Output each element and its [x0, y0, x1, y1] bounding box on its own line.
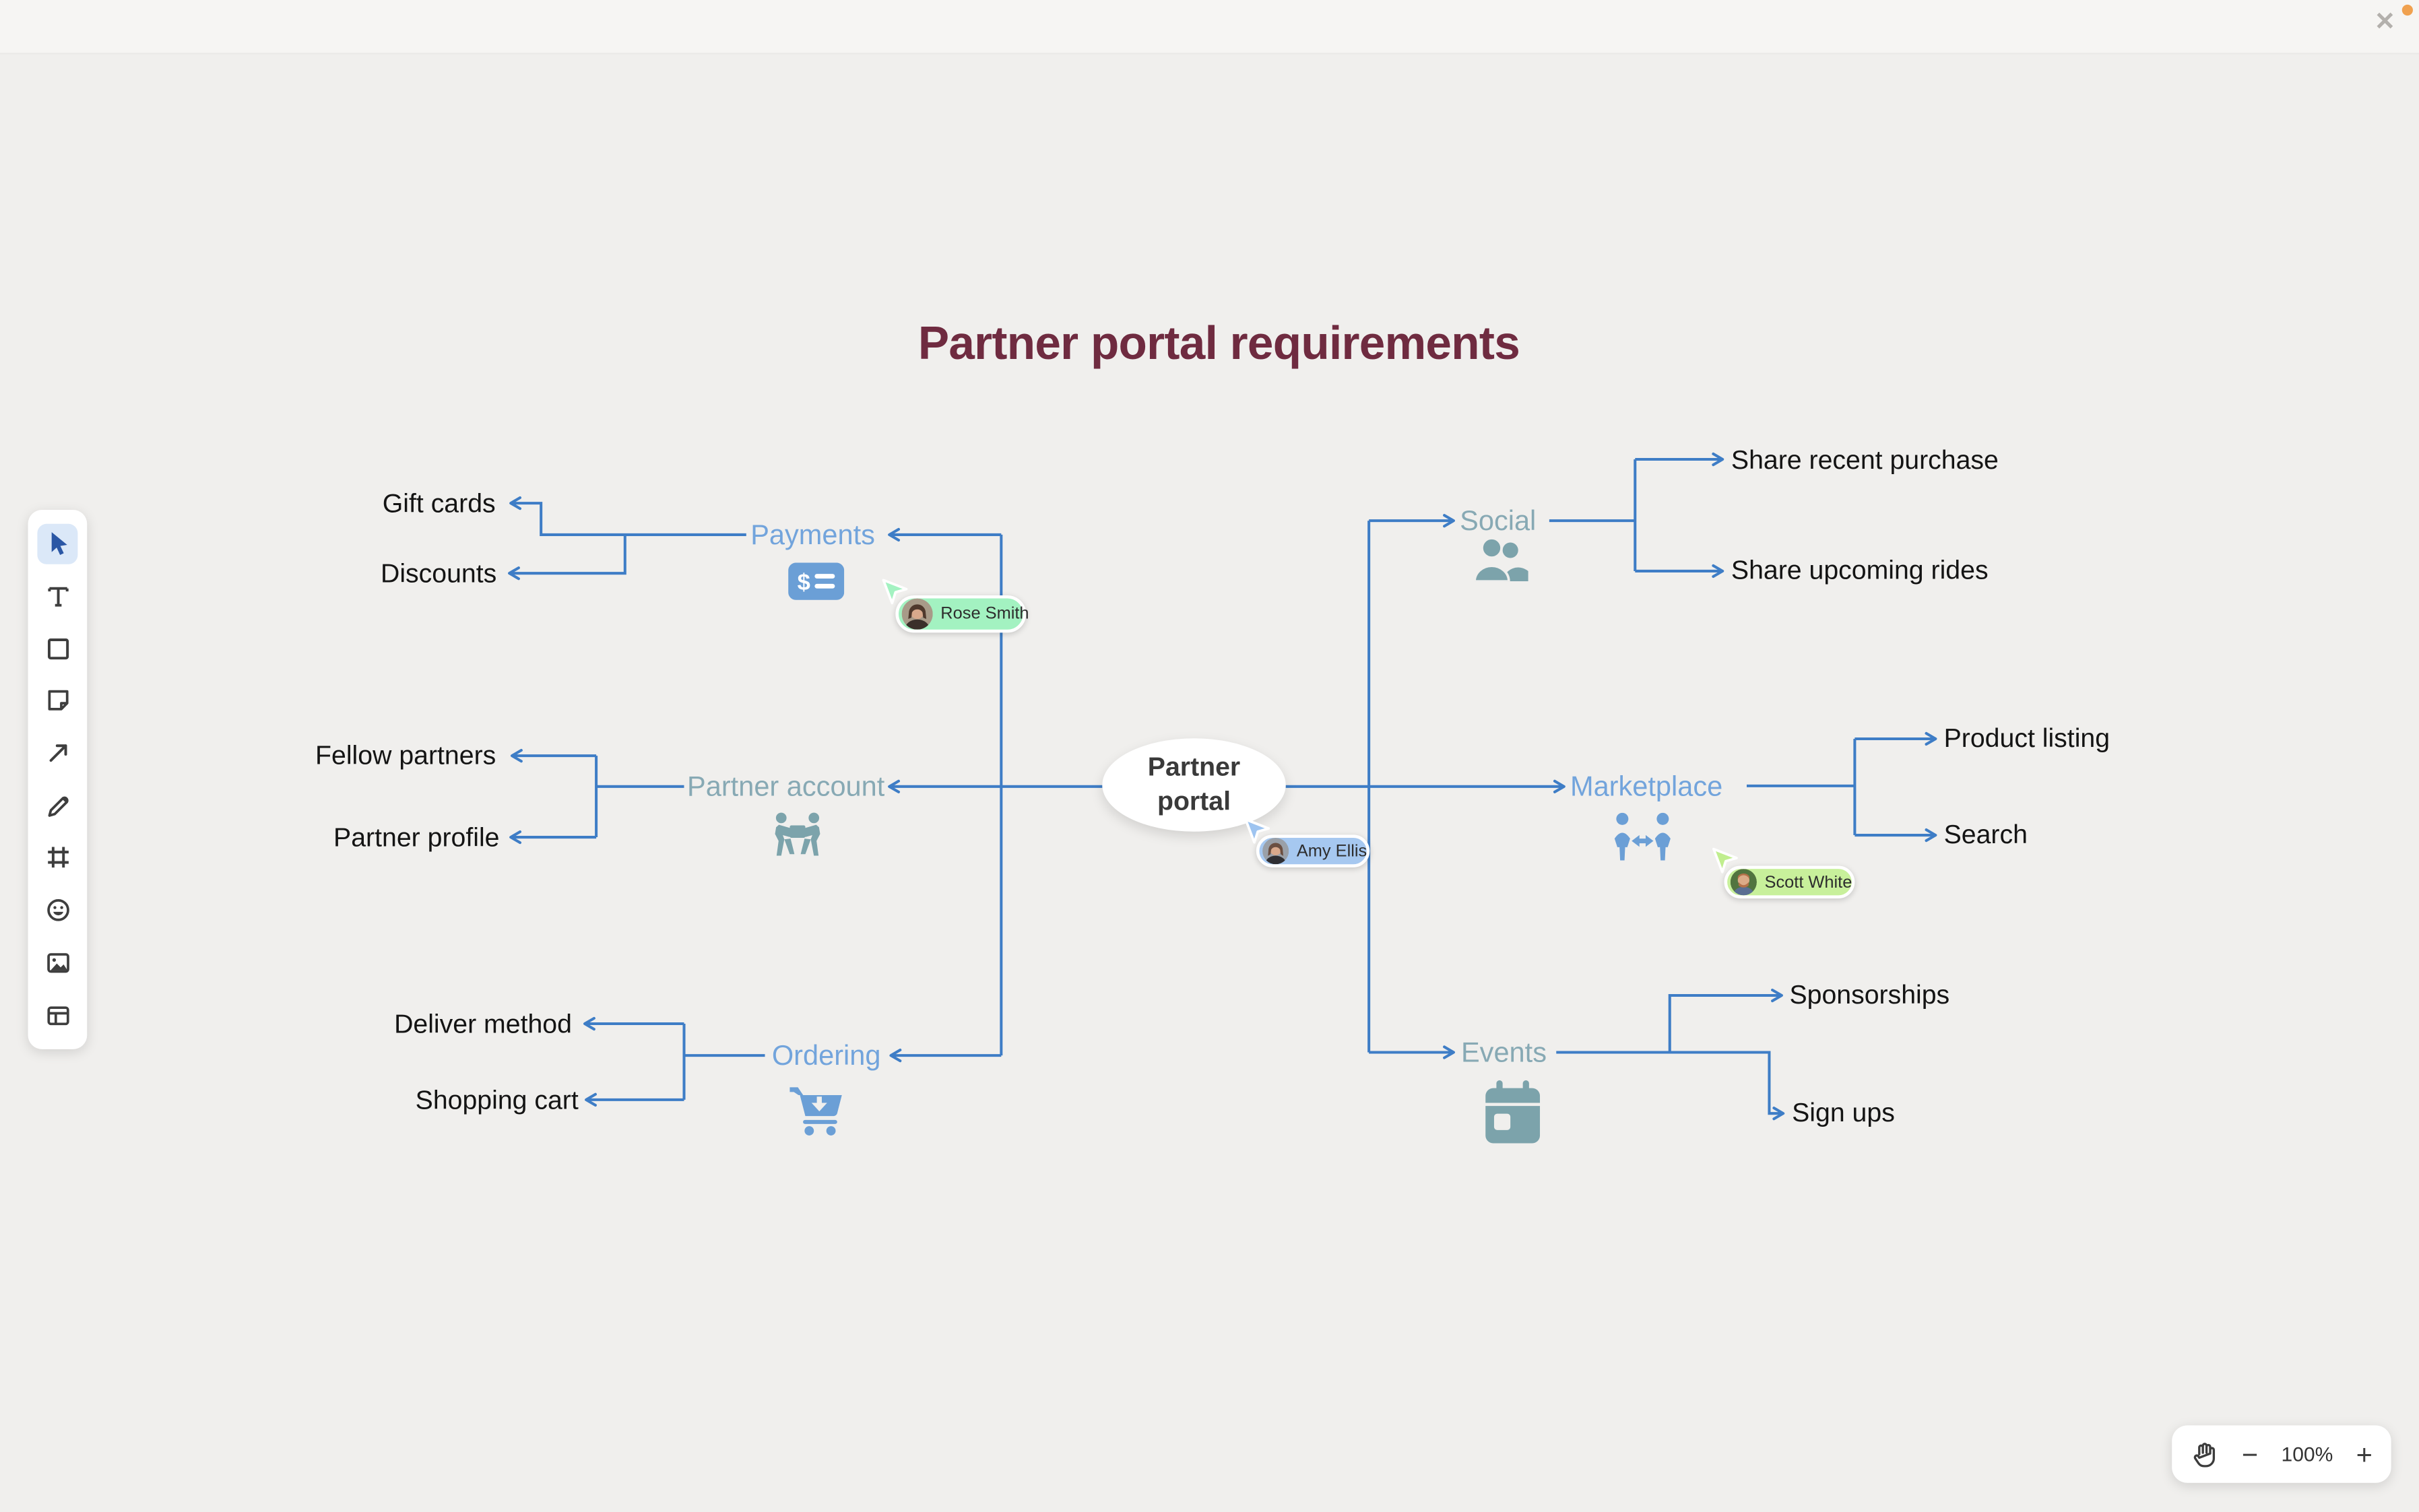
rose-smith-cursor-icon	[882, 579, 908, 605]
node-search[interactable]: Search	[1943, 820, 2028, 850]
frame-icon	[47, 847, 68, 869]
scott-white-cursor-icon	[1712, 847, 1738, 874]
people-arrows-icon[interactable]	[1615, 812, 1672, 869]
people-carry-icon[interactable]	[769, 812, 825, 866]
collaborator-amy-ellis: Amy Ellis	[1256, 834, 1370, 867]
branch-ordering[interactable]: Ordering	[771, 1040, 881, 1072]
branch-social[interactable]: Social	[1460, 504, 1537, 536]
tool-emoji[interactable]	[37, 890, 77, 931]
branch-events[interactable]: Events	[1460, 1037, 1547, 1068]
node-fellow-partners[interactable]: Fellow partners	[315, 741, 496, 771]
node-product-listing[interactable]: Product listing	[1943, 724, 2110, 754]
sticky-note-icon	[47, 690, 68, 711]
tool-sticky-note[interactable]	[37, 681, 77, 721]
layout-icon	[46, 1006, 69, 1025]
image-icon	[46, 952, 69, 973]
arrow-icon	[49, 744, 67, 762]
center-node-partner-portal[interactable]: Partner portal	[1102, 738, 1286, 832]
pencil-icon	[47, 796, 68, 817]
zoom-level[interactable]: 100%	[2281, 1442, 2333, 1466]
node-partner-profile[interactable]: Partner profile	[333, 822, 500, 852]
collaborator-name: Scott White	[1764, 872, 1852, 892]
close-icon[interactable]: ✕	[2374, 9, 2395, 36]
tool-image[interactable]	[37, 942, 77, 983]
amy-ellis-cursor-icon	[1244, 818, 1270, 844]
tool-select[interactable]	[37, 523, 78, 564]
cart-arrow-down-icon[interactable]	[787, 1084, 843, 1144]
svg-text:$: $	[796, 570, 809, 595]
collaborator-rose-smith: Rose Smith	[895, 595, 1029, 633]
tool-shape[interactable]	[37, 628, 77, 669]
node-shopping-cart[interactable]: Shopping cart	[415, 1084, 579, 1115]
collaborator-name: Amy Ellis	[1296, 841, 1367, 861]
zoom-controls: − 100% +	[2172, 1425, 2391, 1483]
calendar-icon[interactable]	[1485, 1080, 1541, 1152]
node-discounts[interactable]: Discounts	[380, 558, 497, 589]
zoom-in-button[interactable]: +	[2356, 1439, 2373, 1470]
collaborator-name: Rose Smith	[940, 604, 1029, 624]
node-share-recent-purchase[interactable]: Share recent purchase	[1731, 445, 1999, 474]
text-icon	[47, 587, 68, 607]
money-check-icon[interactable]: $	[787, 562, 844, 607]
node-gift-cards[interactable]: Gift cards	[382, 488, 496, 518]
center-node-line1: Partner	[1147, 752, 1241, 782]
node-sponsorships[interactable]: Sponsorships	[1789, 981, 1950, 1010]
node-deliver-method[interactable]: Deliver method	[394, 1009, 572, 1039]
zoom-out-button[interactable]: −	[2241, 1439, 2259, 1470]
branch-partner-account[interactable]: Partner account	[687, 770, 885, 802]
branch-marketplace[interactable]: Marketplace	[1570, 770, 1723, 801]
square-icon	[46, 638, 68, 659]
avatar	[1262, 837, 1289, 865]
tool-text[interactable]	[37, 576, 77, 616]
center-node-line2: portal	[1157, 786, 1231, 816]
collaborator-scott-white: Scott White	[1724, 865, 1855, 898]
branch-payments[interactable]: Payments	[750, 518, 875, 550]
node-sign-ups[interactable]: Sign ups	[1792, 1098, 1895, 1129]
top-bar: ✕	[0, 0, 2419, 55]
cursor-icon	[51, 532, 67, 556]
tool-arrow[interactable]	[37, 733, 77, 773]
avatar	[901, 598, 933, 630]
avatar	[1730, 869, 1757, 896]
smiley-icon	[46, 899, 69, 921]
presence-dot	[2401, 4, 2413, 16]
tool-palette	[28, 510, 88, 1049]
user-group-icon[interactable]	[1473, 537, 1529, 589]
board-title[interactable]: Partner portal requirements	[917, 319, 1520, 370]
node-share-upcoming-rides[interactable]: Share upcoming rides	[1731, 556, 1989, 586]
tool-layout[interactable]	[37, 995, 77, 1035]
tool-frame[interactable]	[37, 838, 77, 878]
tool-pen[interactable]	[37, 785, 77, 826]
pan-hand-icon[interactable]	[2191, 1440, 2219, 1468]
